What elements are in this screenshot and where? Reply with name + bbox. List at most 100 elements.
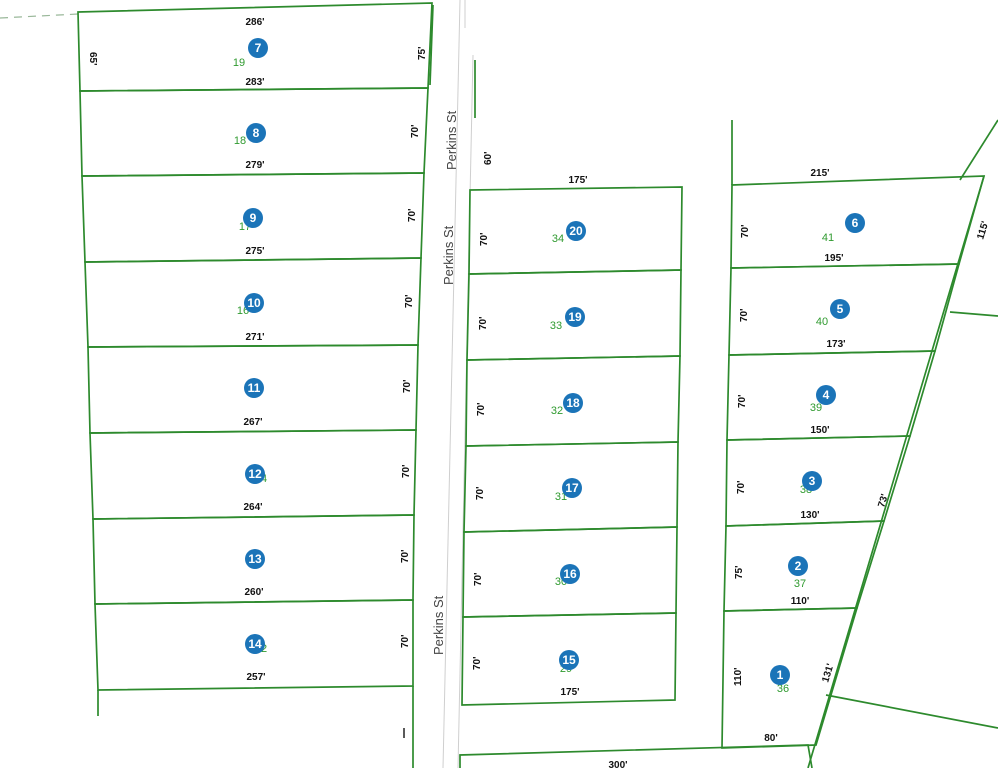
lot-number: 10 xyxy=(247,296,261,310)
lot-badge-circle xyxy=(244,293,264,313)
lot-number: 12 xyxy=(248,467,262,481)
dimension-label: 271' xyxy=(245,332,264,343)
lot-number: 15 xyxy=(562,653,576,667)
lot-badge[interactable]: 17 xyxy=(562,478,582,498)
lot-number: 4 xyxy=(823,388,830,402)
dimension-label: 70' xyxy=(404,294,415,308)
lot-badge-circle xyxy=(246,123,266,143)
lot-badge-circle xyxy=(845,213,865,233)
address-label: 36 xyxy=(777,683,789,695)
lot-badge-circle xyxy=(243,208,263,228)
lot-badge[interactable]: 4 xyxy=(816,385,836,405)
diagonal-east-boundary xyxy=(807,175,985,768)
lot-number: 5 xyxy=(837,302,844,316)
dimension-label: 215' xyxy=(810,168,829,179)
address-label: 34 xyxy=(552,233,564,245)
dimension-label: 70' xyxy=(407,208,418,222)
lot-badge[interactable]: 2 xyxy=(788,556,808,576)
lot-number: 20 xyxy=(569,224,583,238)
lot-number: 2 xyxy=(795,559,802,573)
lot-badge[interactable]: 13 xyxy=(245,549,265,569)
lot-badge[interactable]: 3 xyxy=(802,471,822,491)
lot-15-parcel[interactable] xyxy=(461,612,677,706)
lot-badge[interactable]: 20 xyxy=(566,221,586,241)
lot-badge-circle xyxy=(788,556,808,576)
dimension-label: 70' xyxy=(472,656,483,670)
lot-number: 7 xyxy=(255,41,262,55)
lot-number: 13 xyxy=(248,552,262,566)
address-label: 18 xyxy=(234,135,246,147)
parcel-lines xyxy=(0,4,998,768)
lot-number: 18 xyxy=(566,396,580,410)
address-numbers: 19 18 17 16 4 2 34 33 32 31 30 29 41 40 … xyxy=(233,57,834,695)
street-labels: Perkins St Perkins St Perkins St 60' xyxy=(431,110,494,655)
lot-14-parcel[interactable] xyxy=(94,599,414,691)
dimension-label: 131' xyxy=(820,662,836,683)
dimension-label: 175' xyxy=(568,175,587,186)
lot-badge-circle xyxy=(559,650,579,670)
address-label: 41 xyxy=(822,232,834,244)
lot-badge-circle xyxy=(560,564,580,584)
lot-badge[interactable]: 6 xyxy=(845,213,865,233)
lot-badge[interactable]: 19 xyxy=(565,307,585,327)
lot-badge-circle xyxy=(244,378,264,398)
east-lot-dimensions: 215' 70' 195' 70' 173' 70' 150' 70' 130'… xyxy=(733,168,846,744)
dimension-label: 110' xyxy=(791,596,810,607)
dimension-label: 70' xyxy=(401,464,412,478)
dimension-label: 70' xyxy=(473,572,484,586)
dimension-label: 70' xyxy=(740,224,751,238)
lot-badge[interactable]: 5 xyxy=(830,299,850,319)
dimension-label: 70' xyxy=(476,402,487,416)
street-edge-west xyxy=(442,0,461,768)
address-label: 40 xyxy=(816,316,828,328)
lot-badge[interactable]: 8 xyxy=(246,123,266,143)
lot-badge[interactable]: 9 xyxy=(243,208,263,228)
lot-badge[interactable]: 11 xyxy=(244,378,264,398)
dimension-label: 75' xyxy=(417,46,428,60)
lot-badge-circle xyxy=(563,393,583,413)
lot-badge[interactable]: 14 xyxy=(245,634,265,654)
dimension-label: 195' xyxy=(824,253,843,264)
dimension-label: 257' xyxy=(246,672,265,683)
dimension-label: 110' xyxy=(733,667,744,686)
dimension-label: 70' xyxy=(737,394,748,408)
dimension-label: 73' xyxy=(876,493,890,509)
lot-number: 17 xyxy=(565,481,579,495)
lot-number: 1 xyxy=(777,668,784,682)
parcel-line-far-east xyxy=(959,119,998,181)
dimension-label: 260' xyxy=(244,587,263,598)
lot-number: 16 xyxy=(563,567,577,581)
lot-number: 8 xyxy=(253,126,260,140)
middle-lot-dimensions: 175' 70' 70' 70' 70' 70' 70' 175' xyxy=(472,175,588,698)
south-parcel xyxy=(459,744,813,768)
lot-number: 6 xyxy=(852,216,859,230)
lot-badge[interactable]: 18 xyxy=(563,393,583,413)
street-edges xyxy=(442,0,474,768)
parcel-line-southeast xyxy=(825,694,998,729)
street-edge-east xyxy=(457,54,474,768)
lot-badges: 7 8 9 10 11 12 13 14 xyxy=(243,38,865,685)
dimension-label: 70' xyxy=(402,379,413,393)
lot-badge[interactable]: 10 xyxy=(244,293,264,313)
dimension-label: 70' xyxy=(400,634,411,648)
dimension-label: 75' xyxy=(734,565,745,579)
address-label: 19 xyxy=(233,57,245,69)
lot-badge[interactable]: 12 xyxy=(245,464,265,484)
lot-badge-circle xyxy=(245,549,265,569)
parcel-line-north xyxy=(429,4,434,86)
address-label: 32 xyxy=(551,405,563,417)
dimension-label: 279' xyxy=(245,160,264,171)
lot-badge[interactable]: 7 xyxy=(248,38,268,58)
address-label: 39 xyxy=(810,402,822,414)
lot-number: 3 xyxy=(809,474,816,488)
lot-1-parcel[interactable] xyxy=(721,607,859,749)
dimension-label: 70' xyxy=(736,480,747,494)
dimension-label: 175' xyxy=(560,687,579,698)
lot-number: 14 xyxy=(248,637,262,651)
lot-number: 9 xyxy=(250,211,257,225)
lot-badge[interactable]: 15 xyxy=(559,650,579,670)
lot-badge[interactable]: 16 xyxy=(560,564,580,584)
lot-badge[interactable]: 1 xyxy=(770,665,790,685)
lot-number: 19 xyxy=(568,310,582,324)
lot-badge-circle xyxy=(245,464,265,484)
